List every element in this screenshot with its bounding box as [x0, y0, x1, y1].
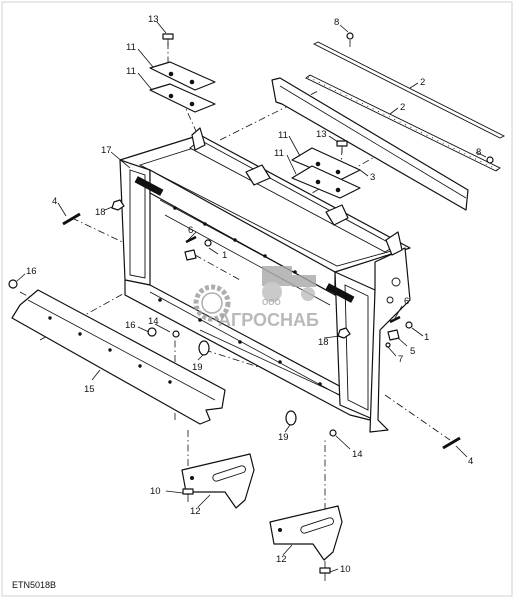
gear-logo-icon	[193, 284, 231, 322]
tractor-logo-icon	[262, 266, 316, 302]
callout-c11d: 11	[274, 148, 284, 159]
callout-c4b: 4	[468, 456, 473, 467]
pad-part-11-b	[149, 83, 216, 113]
pad-part-11-a	[149, 61, 216, 91]
callout-leader-lines	[16, 21, 487, 573]
hardware-parts	[8, 32, 494, 581]
seal-part-3	[271, 77, 469, 211]
callout-c8b: 8	[476, 147, 481, 158]
callout-c13b: 13	[316, 129, 327, 140]
callout-c8a: 8	[334, 17, 339, 28]
callout-c11b: 11	[126, 66, 136, 77]
callout-c7: 7	[398, 354, 403, 365]
callout-c1b: 1	[424, 332, 429, 343]
front-shield-part-15	[11, 289, 226, 425]
callout-c19a: 19	[192, 362, 203, 373]
mount-plate-part-12-b	[269, 505, 343, 561]
callout-c13a: 13	[148, 14, 159, 25]
callout-c15: 15	[84, 384, 95, 395]
callout-c10a: 10	[150, 486, 161, 497]
callout-c18b: 18	[318, 337, 329, 348]
strip-part-2-lower	[305, 74, 501, 172]
callout-c14b: 14	[352, 449, 363, 460]
callout-c11a: 11	[126, 42, 136, 53]
callout-c14a: 14	[148, 316, 159, 327]
pad-part-11-d	[291, 165, 361, 199]
callout-c19b: 19	[278, 432, 289, 443]
callout-c12a: 12	[190, 506, 201, 517]
callout-c5: 5	[410, 346, 415, 357]
callout-c3: 3	[370, 172, 375, 183]
callout-c2a: 2	[420, 77, 425, 88]
callout-c6b: 6	[404, 296, 409, 307]
callout-c12b: 12	[276, 554, 287, 565]
strip-part-2-upper	[312, 41, 506, 139]
agrosnab-watermark: ООО АГРОСНАБ	[193, 266, 319, 330]
watermark-brand-text: АГРОСНАБ	[218, 310, 319, 330]
watermark-small-text: ООО	[262, 298, 281, 307]
callout-c16a: 16	[26, 266, 37, 277]
callout-c18a: 18	[95, 207, 106, 218]
callout-c11c: 11	[278, 130, 288, 141]
callout-c6a: 6	[188, 225, 193, 236]
callout-c4a: 4	[52, 196, 57, 207]
main-frame-assembly	[119, 127, 411, 433]
mount-plate-part-12-a	[181, 453, 255, 509]
figure-reference-code: ETN5018B	[12, 580, 56, 590]
callout-c16b: 16	[125, 320, 136, 331]
callout-c10b: 10	[340, 564, 351, 575]
callout-c1a: 1	[222, 250, 227, 261]
frame-bolt-holes	[158, 206, 322, 386]
callout-c2b: 2	[400, 102, 405, 113]
callout-c17: 17	[101, 145, 112, 156]
